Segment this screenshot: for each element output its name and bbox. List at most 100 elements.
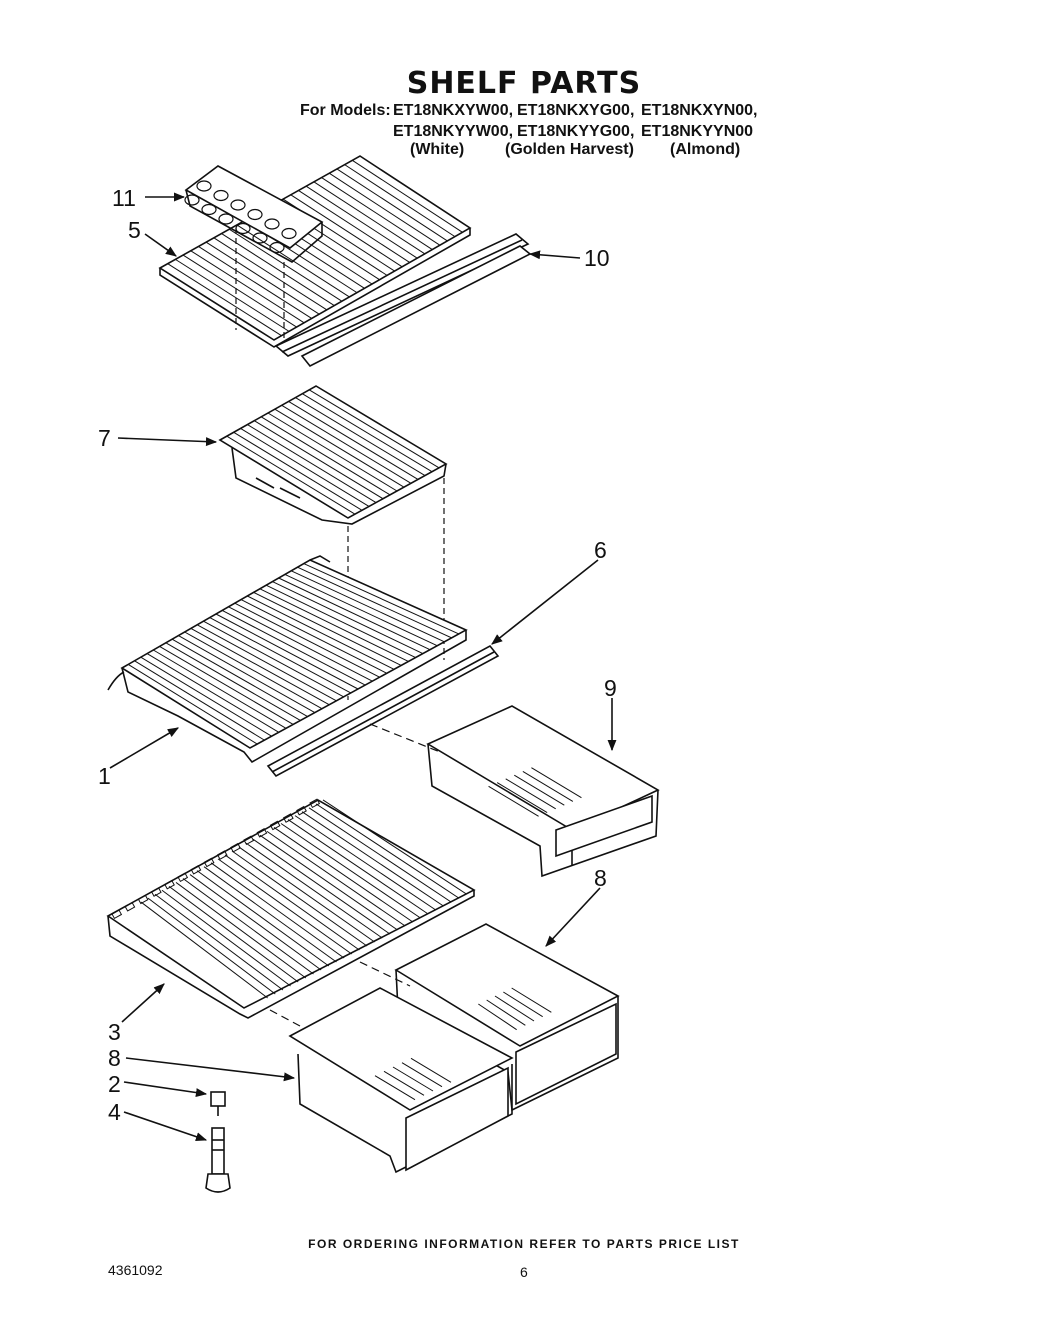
callout-number: 3	[108, 1019, 121, 1045]
shelf-wire	[344, 164, 456, 238]
drawer-rib	[522, 770, 574, 802]
model-row-1: For Models:ET18NKXYW00,ET18NKXYG00,ET18N…	[300, 100, 758, 121]
shelf-wire	[178, 635, 316, 714]
page-title: SHELF PARTS	[406, 66, 642, 101]
cover-slot	[203, 857, 215, 868]
shelf-wire	[265, 584, 416, 658]
ice-cube-cup	[252, 232, 268, 244]
shelf-stop-bracket	[210, 1091, 226, 1116]
shelf-wire	[322, 799, 467, 895]
shelf-wire	[266, 830, 406, 927]
model-row-2: ET18NKYYW00,ET18NKYYG00,ET18NKYYN00	[300, 121, 758, 142]
drawer-rib	[478, 1003, 517, 1031]
shelf-wire	[196, 624, 337, 702]
ordering-note: FOR ORDERING INFORMATION REFER TO PARTS …	[308, 1237, 740, 1251]
shelf-wire	[313, 181, 426, 255]
shelf-wire	[303, 563, 460, 635]
drawer-rib	[383, 1070, 425, 1096]
shelf-wire	[140, 901, 268, 999]
ice-cube-cup	[281, 227, 297, 240]
ice-cube-cup	[196, 180, 212, 192]
shelf-wire	[140, 656, 272, 737]
cover-slot	[164, 879, 175, 890]
shelf-wire	[259, 588, 409, 662]
shelf-wire	[308, 807, 452, 903]
shelf-wire	[301, 811, 444, 907]
leveling-adjuster	[205, 1127, 231, 1193]
shelf-wire	[184, 631, 323, 710]
shelf-wire	[213, 237, 328, 311]
shelf-front-trim	[266, 644, 500, 778]
cover-slot	[177, 872, 189, 883]
meat-keeper-drawer	[426, 705, 660, 878]
shelf-wire	[240, 599, 388, 674]
model-number: ET18NKYYG00,	[517, 123, 635, 140]
drawer-rib	[486, 999, 526, 1026]
shelf-wire	[273, 827, 414, 923]
shelf-wire	[297, 566, 452, 639]
page-number: 6	[520, 1264, 528, 1280]
shelf-wire	[260, 416, 391, 496]
shelf-wire	[224, 854, 360, 951]
shelf-wire	[328, 172, 441, 246]
shelf-wire	[305, 185, 418, 259]
callout-number: 8	[108, 1045, 121, 1071]
shelf-wire	[234, 602, 380, 678]
ice-cube-cup	[247, 208, 263, 221]
shelf-wire	[247, 424, 377, 503]
shelf-wire	[321, 177, 433, 250]
shelf-wire	[203, 620, 344, 698]
shelf-wire	[252, 838, 391, 935]
shelf-wire	[308, 389, 440, 469]
shelf-wire	[147, 897, 276, 995]
crisper-drawer-left	[288, 987, 514, 1174]
shelf-wire	[302, 393, 433, 473]
shelf-wire	[259, 834, 398, 931]
shelf-wire	[267, 412, 398, 492]
cover-slot	[190, 865, 202, 875]
drawer-rib	[496, 782, 548, 814]
shelf-wire	[294, 815, 437, 911]
shelf-wire	[175, 258, 290, 332]
color-label-almond: (Almond)	[670, 141, 741, 158]
callout-number: 1	[98, 763, 111, 789]
shelf-wire	[238, 846, 375, 943]
half-wire-shelf	[218, 385, 448, 525]
shelf-wire	[205, 241, 320, 315]
callout-number: 2	[108, 1071, 121, 1097]
shelf-wire	[215, 613, 359, 690]
shelf-wire	[190, 627, 330, 706]
model-number: ET18NKXYW00,	[393, 102, 514, 119]
ice-cube-cup	[201, 203, 217, 216]
model-number: ET18NKYYW00,	[393, 123, 514, 140]
color-label-golden-harvest: (Golden Harvest)	[505, 141, 634, 158]
shelf-wire	[203, 866, 337, 963]
shelf-wire	[226, 435, 356, 515]
cover-slot	[256, 828, 268, 838]
shelf-wire	[288, 401, 419, 480]
ice-cube-tray	[184, 165, 324, 263]
cover-slot	[137, 894, 149, 905]
drawer-rib	[392, 1066, 434, 1092]
cover-slot	[243, 835, 255, 846]
callout-number: 7	[98, 425, 111, 451]
shelf-wire	[189, 874, 322, 971]
model-number: ET18NKXYN00,	[641, 102, 758, 119]
drawer-rib	[503, 991, 543, 1018]
shelf-wire	[315, 803, 459, 899]
drawer-rib	[511, 987, 552, 1013]
shelf-wire	[352, 159, 463, 233]
shelf-wire	[240, 428, 370, 507]
refrigerator-wire-shelf	[107, 555, 468, 764]
drawer-rib	[410, 1057, 452, 1083]
shelf-wire	[281, 404, 412, 484]
shelf-wire	[290, 194, 403, 268]
drawer-rib	[374, 1075, 416, 1101]
cover-slot	[269, 820, 281, 831]
shelf-wire	[228, 228, 343, 302]
cover-slot	[282, 813, 294, 823]
ice-cube-cup	[269, 241, 285, 254]
shelf-wire	[222, 609, 366, 686]
shelf-wire	[161, 889, 291, 987]
